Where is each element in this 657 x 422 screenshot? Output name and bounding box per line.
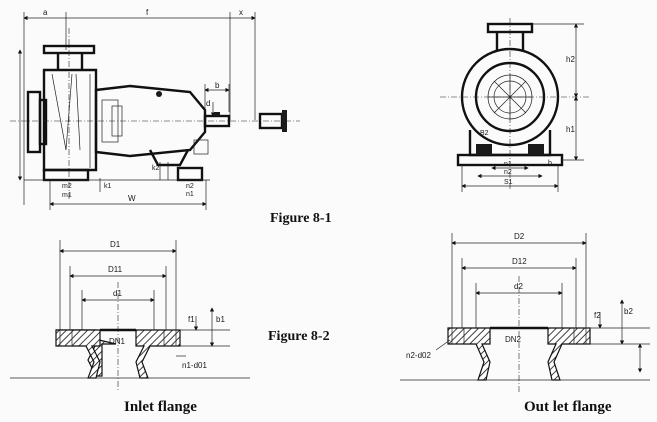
front-dim-label-n1: n1 xyxy=(504,161,512,168)
dim-label-D12: D12 xyxy=(512,257,527,266)
dim-label-n1: n1 xyxy=(186,191,194,198)
dim-label-w: W xyxy=(128,194,136,203)
dim-label-f2: f2 xyxy=(594,311,601,320)
dim-label-x: x xyxy=(239,8,243,17)
outlet-flange-drawing: D2 D12 d2 DN2 f2 b2 n2-d02 xyxy=(400,232,650,392)
dim-label-b: b xyxy=(215,81,220,90)
dim-label-b2: B2 xyxy=(480,130,489,137)
dim-label-b2: b2 xyxy=(624,307,633,316)
inlet-flange-drawing: D1 D11 d1 DN1 f1 b1 n1-d01 xyxy=(10,240,250,390)
dim-label-m1: m1 xyxy=(62,192,72,199)
dim-label-f1: f1 xyxy=(188,315,195,324)
dim-label-n2-d02: n2-d02 xyxy=(406,351,431,360)
shaft-and-coupling: b d xyxy=(10,81,300,132)
dim-label-d2: d2 xyxy=(514,282,523,291)
dim-label-s1: S1 xyxy=(504,179,513,186)
front-dim-label-n2: n2 xyxy=(504,169,512,176)
front-dim-label-b: b xyxy=(548,160,552,167)
caption-figure-8-2: Figure 8-2 xyxy=(268,329,330,344)
caption-outlet-flange: Out let flange xyxy=(524,399,612,415)
pump-casing xyxy=(26,68,98,172)
pump-feet: k2 k1 m2 m1 n2 n1 W xyxy=(17,49,210,210)
dim-label-n2: n2 xyxy=(186,183,194,190)
dim-label-D2: D2 xyxy=(514,232,525,241)
dim-a-f-x: a f x xyxy=(23,8,256,205)
dim-label-h2: h2 xyxy=(566,55,575,64)
dim-label-D11: D11 xyxy=(108,265,123,274)
bearing-frame xyxy=(94,84,209,167)
dim-label-k2: k2 xyxy=(152,165,160,172)
dim-label-k1: k1 xyxy=(104,183,112,190)
dn1-label: DN1 xyxy=(109,337,126,346)
caption-figure-8-1: Figure 8-1 xyxy=(270,211,332,226)
dn2-label: DN2 xyxy=(505,335,522,344)
caption-inlet-flange: Inlet flange xyxy=(124,399,197,415)
dim-label-f: f xyxy=(146,8,149,17)
pump-front-view: B2 h2 h1 n1 n2 S1 b xyxy=(440,18,590,192)
dim-label-d: d xyxy=(206,99,210,108)
dim-label-a: a xyxy=(43,8,48,17)
dim-label-b1: b1 xyxy=(216,315,225,324)
pump-side-view: a f x xyxy=(10,8,300,210)
dim-label-h1: h1 xyxy=(566,125,575,134)
dim-label-n1-d01: n1-d01 xyxy=(182,361,207,370)
dim-label-D1: D1 xyxy=(110,240,121,249)
dim-label-m2: m2 xyxy=(62,183,72,190)
